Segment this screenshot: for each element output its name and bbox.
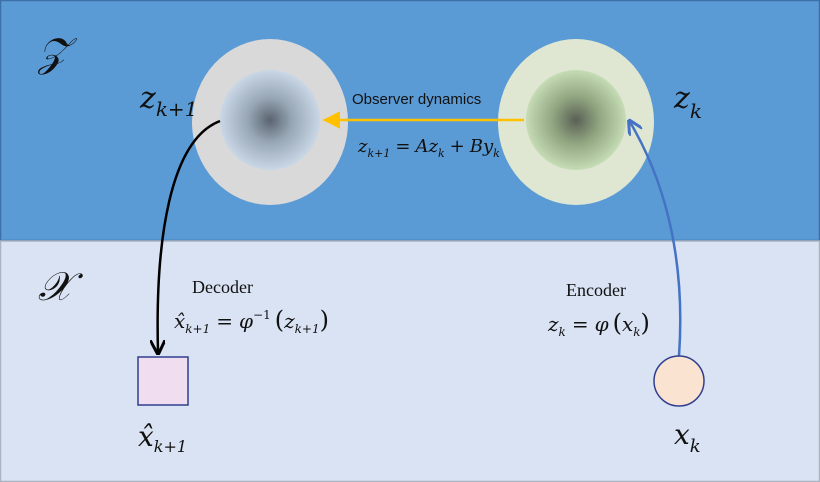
latent-next-label: zk+1 <box>139 81 197 121</box>
state-current-label: xk <box>674 418 701 457</box>
latent-node-next-core <box>220 70 320 170</box>
state-estimate-label: x̂k+1 <box>138 420 187 456</box>
latent-node-current <box>498 39 654 205</box>
decoder-label: Decoder <box>192 277 253 297</box>
latent-node-current-core <box>526 70 626 170</box>
decoder-arrow <box>158 119 221 352</box>
latent-node-next <box>192 39 348 205</box>
observer-dynamics-label: Observer dynamics <box>352 91 481 108</box>
encoder-arrow <box>630 122 682 357</box>
encoder-label: Encoder <box>566 280 626 300</box>
state-estimate-node <box>137 356 189 406</box>
latent-current-label: zk <box>673 81 702 123</box>
state-current-node <box>653 355 705 407</box>
decoder-equation: x̂k+1=φ−1(zk+1) <box>174 306 329 336</box>
observer-equation: zk+1=Azk+Byk <box>357 136 500 160</box>
encoder-equation: zk=φ(xk) <box>547 309 650 339</box>
